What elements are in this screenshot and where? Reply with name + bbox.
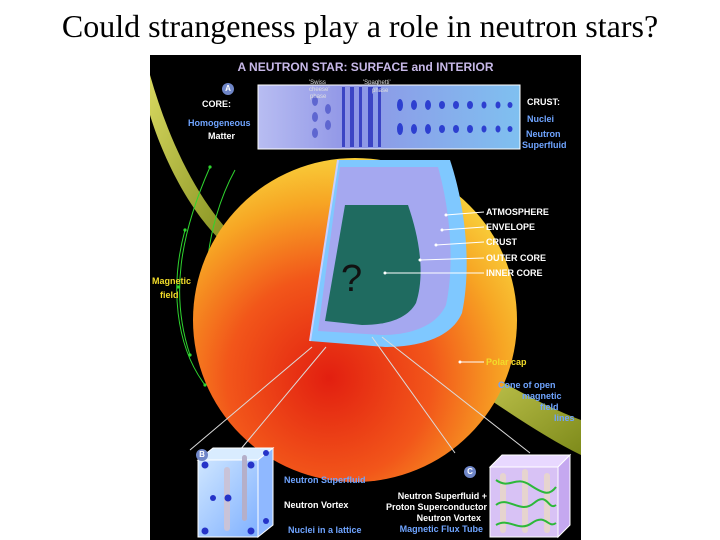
figure-title: A NEUTRON STAR: SURFACE and INTERIOR [150, 60, 581, 74]
inset-c-badge: C [464, 466, 476, 478]
core-line1: Homogeneous [188, 118, 251, 129]
inset-b-vortex: Neutron Vortex [284, 500, 348, 511]
cone-label-line1: Cone of open [498, 380, 556, 391]
layer-crust: CRUST [486, 237, 517, 248]
inset-b-cube [198, 448, 273, 537]
inset-a-panel [258, 85, 520, 149]
phase1-line2: cheese' [309, 87, 330, 94]
neutron-star-figure: A NEUTRON STAR: SURFACE and INTERIOR A C… [150, 55, 581, 540]
inset-c-line3: Neutron Vortex [417, 513, 481, 524]
crust-nuclei: Nuclei [527, 114, 554, 125]
cone-label-line3: field [540, 402, 559, 413]
crust-superfluid-line1: Neutron [526, 129, 561, 140]
polar-cap-label: Polar cap [486, 357, 527, 368]
phase1-line3: phase [310, 94, 326, 101]
layer-atmosphere: ATMOSPHERE [486, 207, 549, 218]
crust-heading: CRUST: [527, 97, 560, 108]
core-heading: CORE: [202, 99, 231, 110]
question-mark: ? [341, 258, 362, 301]
phase1-line1: 'Swiss [309, 80, 326, 87]
slide-title: Could strangeness play a role in neutron… [0, 8, 720, 45]
cone-label-line2: magnetic [522, 391, 562, 402]
cone-label-line4: lines [554, 413, 575, 424]
inset-c-line1: Neutron Superfluid + [398, 491, 487, 502]
layer-inner-core: INNER CORE [486, 268, 543, 279]
inset-b-superfluid: Neutron Superfluid [284, 475, 366, 486]
layer-envelope: ENVELOPE [486, 222, 535, 233]
magnetic-field-label-line1: Magnetic [152, 276, 191, 287]
phase2-line2: phase [372, 88, 388, 95]
inset-b-lattice: Nuclei in a lattice [288, 525, 362, 536]
layer-outer-core: OUTER CORE [486, 253, 546, 264]
phase2-line1: 'Spaghetti' [363, 80, 391, 87]
inset-c-line4: Magnetic Flux Tube [400, 524, 483, 535]
crust-superfluid-line2: Superfluid [522, 140, 567, 151]
inset-c-cube [490, 455, 570, 537]
inset-c-line2: Proton Superconductor [386, 502, 487, 513]
inset-a-badge: A [222, 83, 234, 95]
inset-b-badge: B [196, 449, 208, 461]
magnetic-field-label-line2: field [160, 290, 179, 301]
core-line2: Matter [208, 131, 235, 142]
